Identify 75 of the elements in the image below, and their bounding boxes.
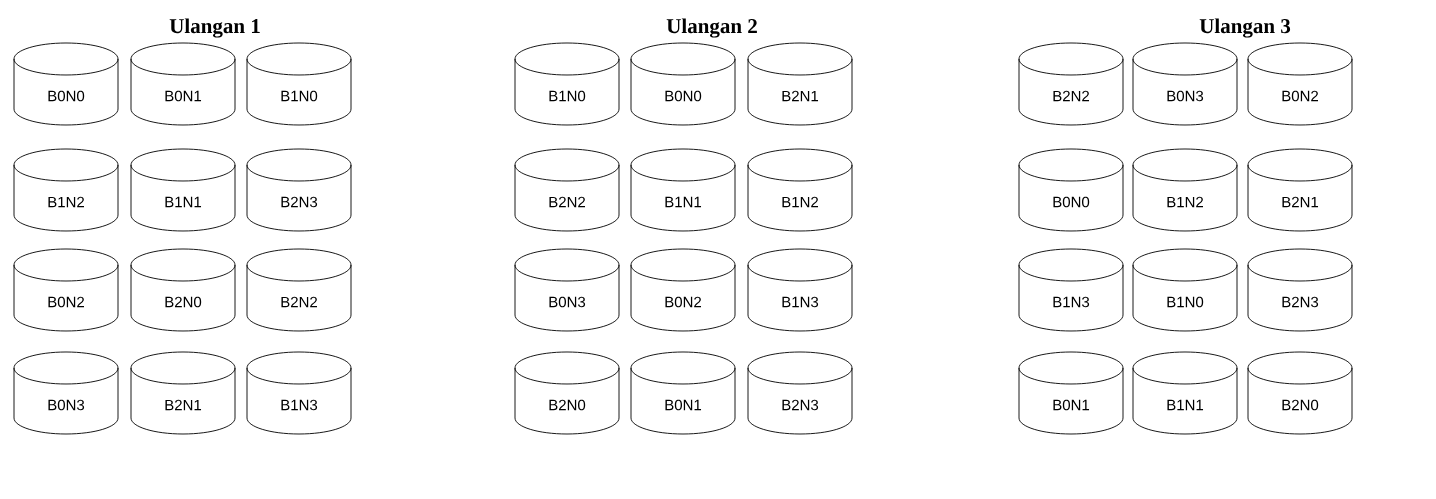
group-title: Ulangan 2 <box>666 18 757 38</box>
node-label: B1N0 <box>281 90 318 102</box>
cylinder: B0N0 <box>13 42 119 126</box>
cylinder: B1N1 <box>630 148 736 232</box>
node-label: B1N2 <box>1167 196 1204 208</box>
node-label: B0N3 <box>549 296 586 308</box>
cylinder: B1N2 <box>1132 148 1238 232</box>
node-label: B0N0 <box>665 90 702 102</box>
node-label: B1N0 <box>1167 296 1204 308</box>
node-label: B1N1 <box>1167 399 1204 411</box>
cylinder: B1N3 <box>246 351 352 435</box>
node-label: B0N1 <box>1053 399 1090 411</box>
node-label: B1N2 <box>48 196 85 208</box>
cylinder: B0N1 <box>1018 351 1124 435</box>
node-label: B1N3 <box>1053 296 1090 308</box>
node-label: B0N1 <box>665 399 702 411</box>
node-label: B2N3 <box>782 399 819 411</box>
node-label: B1N2 <box>782 196 819 208</box>
cylinder: B1N0 <box>1132 248 1238 332</box>
cylinder: B0N3 <box>514 248 620 332</box>
node-label: B2N1 <box>782 90 819 102</box>
node-label: B0N0 <box>1053 196 1090 208</box>
cylinder: B1N3 <box>747 248 853 332</box>
cylinder: B1N1 <box>130 148 236 232</box>
node-label: B2N2 <box>549 196 586 208</box>
cylinder: B1N3 <box>1018 248 1124 332</box>
node-label: B1N0 <box>549 90 586 102</box>
cylinder: B1N0 <box>246 42 352 126</box>
cylinder: B2N2 <box>1018 42 1124 126</box>
cylinder: B0N2 <box>630 248 736 332</box>
cylinder: B1N1 <box>1132 351 1238 435</box>
cylinder: B2N1 <box>747 42 853 126</box>
node-label: B0N2 <box>665 296 702 308</box>
cylinder: B2N0 <box>130 248 236 332</box>
node-label: B0N3 <box>48 399 85 411</box>
cylinder: B2N1 <box>130 351 236 435</box>
cylinder: B2N1 <box>1247 148 1353 232</box>
cylinder: B1N2 <box>747 148 853 232</box>
cylinder: B0N1 <box>130 42 236 126</box>
node-label: B2N0 <box>165 296 202 308</box>
node-label: B2N1 <box>165 399 202 411</box>
node-label: B2N3 <box>1282 296 1319 308</box>
cylinder: B0N0 <box>630 42 736 126</box>
cylinder: B2N0 <box>1247 351 1353 435</box>
cylinder: B2N2 <box>514 148 620 232</box>
cylinder: B2N2 <box>246 248 352 332</box>
group-title: Ulangan 3 <box>1199 18 1291 38</box>
cylinder: B1N2 <box>13 148 119 232</box>
node-label: B2N1 <box>1282 196 1319 208</box>
cylinder: B2N3 <box>1247 248 1353 332</box>
group-title: Ulangan 1 <box>169 18 260 38</box>
node-label: B0N2 <box>1282 90 1319 102</box>
cylinder: B1N0 <box>514 42 620 126</box>
cylinder: B2N3 <box>747 351 853 435</box>
node-label: B1N1 <box>665 196 702 208</box>
node-label: B2N0 <box>1282 399 1319 411</box>
node-label: B1N3 <box>281 399 318 411</box>
node-label: B2N2 <box>281 296 318 308</box>
node-label: B0N3 <box>1167 90 1204 102</box>
node-label: B2N2 <box>1053 90 1090 102</box>
cylinder: B0N3 <box>1132 42 1238 126</box>
cylinder: B0N3 <box>13 351 119 435</box>
cylinder: B0N2 <box>13 248 119 332</box>
cylinder: B2N0 <box>514 351 620 435</box>
cylinder: B0N2 <box>1247 42 1353 126</box>
cylinder: B0N0 <box>1018 148 1124 232</box>
node-label: B0N1 <box>165 90 202 102</box>
cylinder: B2N3 <box>246 148 352 232</box>
node-label: B2N0 <box>549 399 586 411</box>
node-label: B1N3 <box>782 296 819 308</box>
node-label: B0N0 <box>48 90 85 102</box>
node-label: B2N3 <box>281 196 318 208</box>
cylinder: B0N1 <box>630 351 736 435</box>
node-label: B1N1 <box>165 196 202 208</box>
node-label: B0N2 <box>48 296 85 308</box>
